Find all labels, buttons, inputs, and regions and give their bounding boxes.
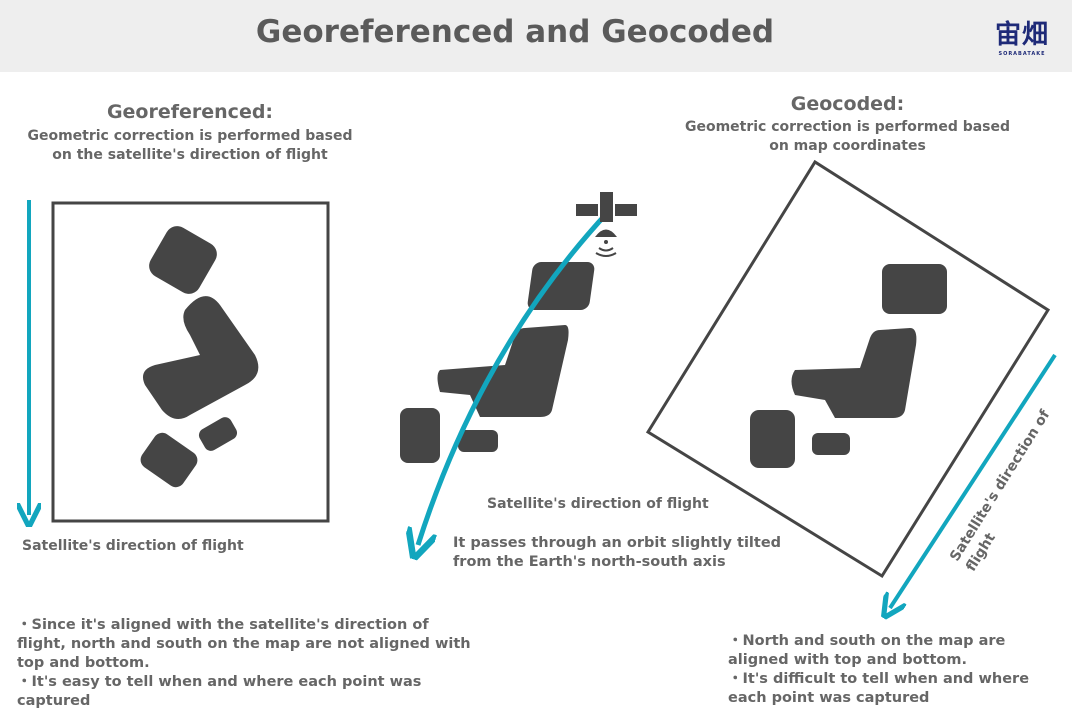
geocoded-sub1: Geometric correction is performed based bbox=[684, 119, 1011, 135]
georeferenced-sub2: on the satellite's direction of flight bbox=[52, 147, 328, 163]
georeferenced-heading: Georeferenced: bbox=[106, 101, 274, 123]
geocoded-sub2: on map coordinates bbox=[769, 138, 926, 154]
georeferenced-frame bbox=[51, 201, 330, 523]
page-title: Georeferenced and Geocoded bbox=[255, 14, 775, 50]
georeferenced-sub1: Geometric correction is performed based bbox=[27, 128, 353, 144]
header-bar bbox=[0, 0, 1072, 72]
center-arrow-label: Satellite's direction of flight bbox=[487, 496, 709, 512]
satellite-icon bbox=[576, 192, 637, 257]
japan-upright-right bbox=[750, 264, 947, 468]
geocoded-heading: Geocoded: bbox=[790, 93, 905, 115]
geocoded-frame bbox=[645, 159, 1051, 579]
orbit-note: It passes through an orbit slightly tilt… bbox=[453, 535, 782, 570]
flight-arrow-right bbox=[890, 353, 1057, 608]
left-arrow-label: Satellite's direction of flight bbox=[22, 538, 244, 554]
japan-rotated bbox=[140, 226, 259, 488]
japan-upright-center bbox=[400, 262, 595, 463]
left-notes: ・Since it's aligned with the satellite's… bbox=[17, 617, 471, 709]
orbit-arrow bbox=[418, 210, 610, 545]
